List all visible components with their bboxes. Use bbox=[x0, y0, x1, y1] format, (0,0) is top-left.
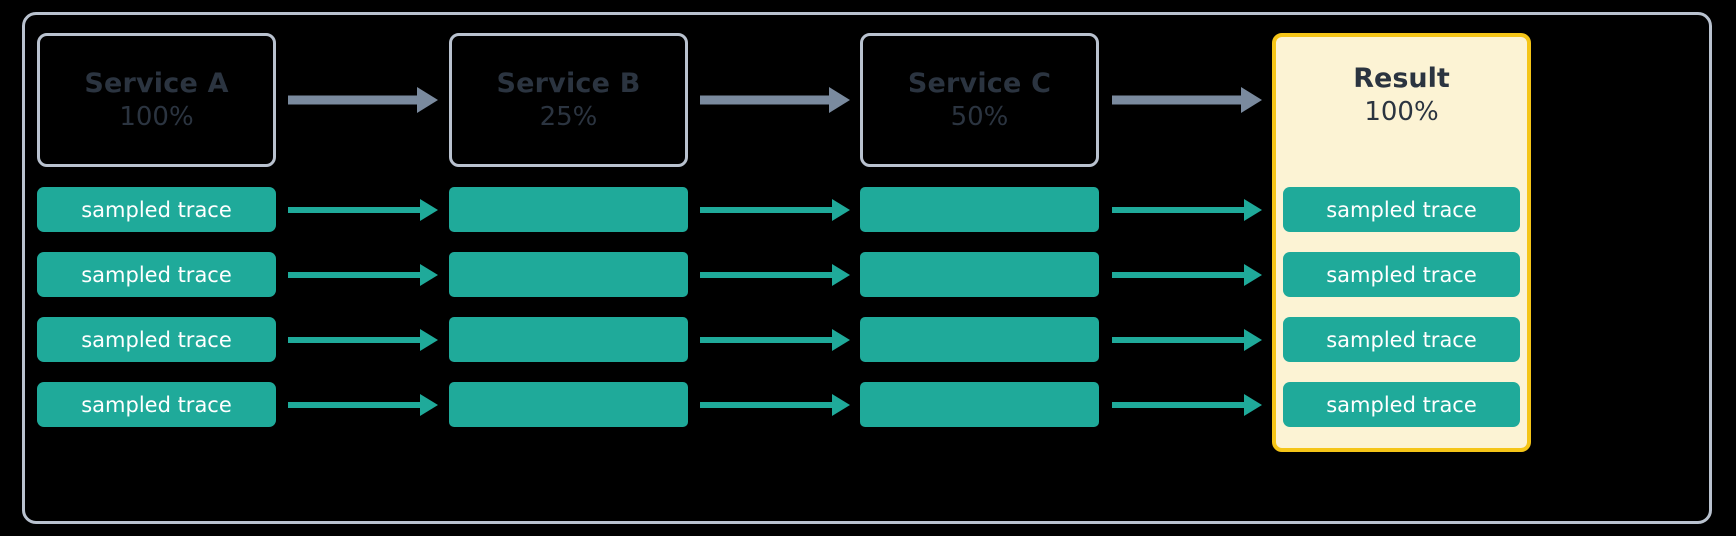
trace-bar-service-a-row-1: sampled trace bbox=[37, 187, 276, 232]
arrow-shaft bbox=[1112, 95, 1244, 105]
arrow-shaft bbox=[700, 272, 834, 278]
arrow-right-icon-trace-row-3-c-to-result bbox=[1112, 329, 1262, 351]
arrow-shaft bbox=[700, 95, 832, 105]
diagram-outer-frame bbox=[22, 12, 1712, 524]
arrow-right-icon-header-b-to-c bbox=[700, 87, 850, 113]
service-a-percent: 100% bbox=[119, 101, 194, 132]
arrow-shaft bbox=[1112, 272, 1246, 278]
arrow-right-icon-trace-row-1-c-to-result bbox=[1112, 199, 1262, 221]
service-c-percent: 50% bbox=[950, 101, 1009, 132]
trace-label: sampled trace bbox=[1326, 262, 1477, 287]
trace-bar-service-a-row-3: sampled trace bbox=[37, 317, 276, 362]
trace-label: sampled trace bbox=[1326, 197, 1477, 222]
arrow-shaft bbox=[288, 337, 422, 343]
trace-bar-service-b-row-4 bbox=[449, 382, 688, 427]
arrow-right-icon-trace-row-2-a-to-b bbox=[288, 264, 438, 286]
arrow-head bbox=[417, 87, 438, 113]
arrow-right-icon-trace-row-2-c-to-result bbox=[1112, 264, 1262, 286]
arrow-right-icon-header-a-to-b bbox=[288, 87, 438, 113]
trace-label: sampled trace bbox=[81, 197, 232, 222]
arrow-right-icon-trace-row-4-a-to-b bbox=[288, 394, 438, 416]
trace-bar-result-row-3: sampled trace bbox=[1283, 317, 1520, 362]
arrow-right-icon-trace-row-4-b-to-c bbox=[700, 394, 850, 416]
arrow-shaft bbox=[700, 337, 834, 343]
trace-bar-service-a-row-4: sampled trace bbox=[37, 382, 276, 427]
service-b-percent: 25% bbox=[539, 101, 598, 132]
trace-bar-result-row-4: sampled trace bbox=[1283, 382, 1520, 427]
arrow-shaft bbox=[700, 402, 834, 408]
trace-label: sampled trace bbox=[81, 262, 232, 287]
trace-bar-service-c-row-1 bbox=[860, 187, 1099, 232]
arrow-shaft bbox=[288, 272, 422, 278]
trace-bar-service-c-row-4 bbox=[860, 382, 1099, 427]
trace-label: sampled trace bbox=[81, 327, 232, 352]
trace-bar-service-b-row-1 bbox=[449, 187, 688, 232]
arrow-right-icon-trace-row-3-b-to-c bbox=[700, 329, 850, 351]
arrow-right-icon-trace-row-1-b-to-c bbox=[700, 199, 850, 221]
trace-label: sampled trace bbox=[1326, 327, 1477, 352]
service-box-b: Service B 25% bbox=[449, 33, 688, 167]
arrow-right-icon-trace-row-4-c-to-result bbox=[1112, 394, 1262, 416]
arrow-head bbox=[829, 87, 850, 113]
trace-bar-result-row-2: sampled trace bbox=[1283, 252, 1520, 297]
arrow-right-icon-trace-row-1-a-to-b bbox=[288, 199, 438, 221]
arrow-head bbox=[1244, 394, 1262, 416]
arrow-right-icon-trace-row-3-a-to-b bbox=[288, 329, 438, 351]
arrow-head bbox=[832, 264, 850, 286]
trace-bar-service-b-row-2 bbox=[449, 252, 688, 297]
arrow-shaft bbox=[288, 95, 420, 105]
arrow-shaft bbox=[700, 207, 834, 213]
arrow-head bbox=[420, 394, 438, 416]
arrow-head bbox=[1244, 329, 1262, 351]
arrow-shaft bbox=[1112, 337, 1246, 343]
arrow-head bbox=[1241, 87, 1262, 113]
arrow-right-icon-trace-row-2-b-to-c bbox=[700, 264, 850, 286]
trace-bar-service-b-row-3 bbox=[449, 317, 688, 362]
arrow-shaft bbox=[288, 402, 422, 408]
arrow-head bbox=[420, 329, 438, 351]
trace-bar-result-row-1: sampled trace bbox=[1283, 187, 1520, 232]
service-b-title: Service B bbox=[496, 67, 641, 99]
trace-label: sampled trace bbox=[81, 392, 232, 417]
arrow-shaft bbox=[1112, 207, 1246, 213]
service-box-c: Service C 50% bbox=[860, 33, 1099, 167]
result-percent: 100% bbox=[1364, 96, 1439, 127]
trace-bar-service-c-row-2 bbox=[860, 252, 1099, 297]
arrow-right-icon-header-c-to-result bbox=[1112, 87, 1262, 113]
result-header: Result 100% bbox=[1276, 64, 1527, 126]
result-title: Result bbox=[1353, 63, 1450, 94]
arrow-head bbox=[832, 394, 850, 416]
arrow-head bbox=[1244, 264, 1262, 286]
arrow-shaft bbox=[1112, 402, 1246, 408]
trace-bar-service-c-row-3 bbox=[860, 317, 1099, 362]
trace-label: sampled trace bbox=[1326, 392, 1477, 417]
arrow-head bbox=[420, 264, 438, 286]
arrow-head bbox=[832, 199, 850, 221]
arrow-head bbox=[420, 199, 438, 221]
service-box-a: Service A 100% bbox=[37, 33, 276, 167]
arrow-head bbox=[832, 329, 850, 351]
service-c-title: Service C bbox=[907, 67, 1052, 99]
arrow-shaft bbox=[288, 207, 422, 213]
arrow-head bbox=[1244, 199, 1262, 221]
service-a-title: Service A bbox=[84, 67, 229, 99]
trace-bar-service-a-row-2: sampled trace bbox=[37, 252, 276, 297]
